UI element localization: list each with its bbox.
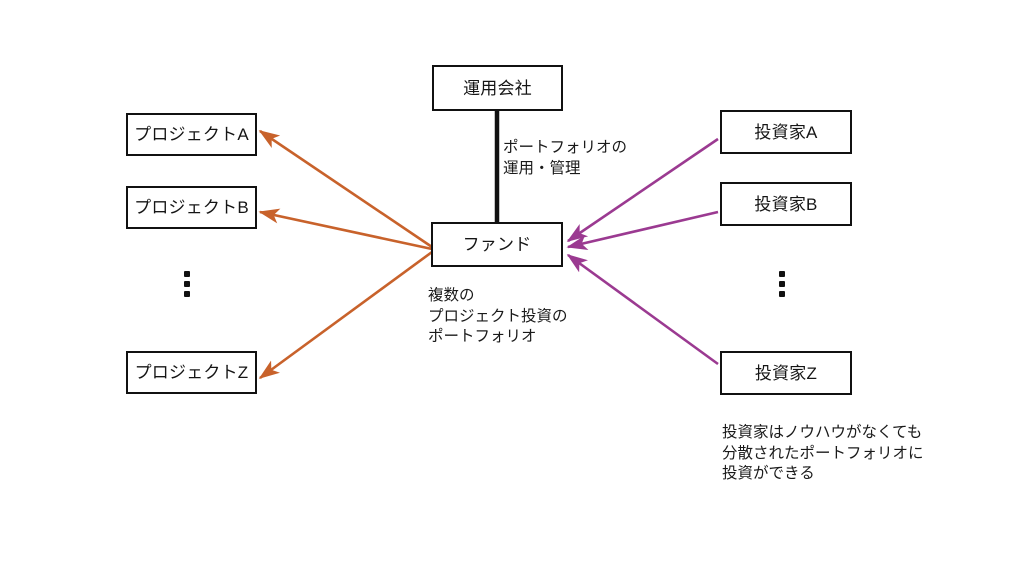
- ellipsis-projects-icon: [183, 271, 190, 297]
- node-investor-b[interactable]: 投資家B: [720, 182, 852, 226]
- node-fund[interactable]: ファンド: [431, 222, 563, 267]
- node-project-b[interactable]: プロジェクトB: [126, 186, 257, 229]
- note-investor-benefit: 投資家はノウハウがなくても 分散されたポートフォリオに 投資ができる: [722, 424, 924, 483]
- node-fund-label: ファンド: [462, 235, 532, 254]
- edge-investor-z-to-fund: [566, 253, 719, 366]
- edge-label-portfolio-management: ポートフォリオの 運用・管理: [503, 139, 628, 177]
- node-project-a[interactable]: プロジェクトA: [126, 113, 257, 156]
- node-investor-a-label: 投資家A: [754, 122, 818, 142]
- edge-fund-to-project-b: [258, 208, 433, 251]
- node-investor-a[interactable]: 投資家A: [720, 110, 852, 154]
- caption-fund-portfolio: 複数の プロジェクト投資の ポートフォリオ: [428, 287, 568, 346]
- ellipsis-investors-icon: [778, 271, 785, 297]
- node-management-company[interactable]: 運用会社: [432, 65, 563, 111]
- node-project-b-label: プロジェクトB: [134, 198, 249, 217]
- node-investor-b-label: 投資家B: [754, 194, 818, 214]
- node-project-z-label: プロジェクトZ: [134, 363, 249, 382]
- edge-investor-b-to-fund: [566, 210, 719, 250]
- node-investor-z-label: 投資家Z: [754, 363, 818, 383]
- node-management-company-label: 運用会社: [463, 78, 532, 98]
- node-project-z[interactable]: プロジェクトZ: [126, 351, 257, 394]
- edge-fund-to-project-a: [258, 129, 433, 249]
- node-investor-z[interactable]: 投資家Z: [720, 351, 852, 395]
- edge-fund-to-project-z: [258, 250, 433, 380]
- node-project-a-label: プロジェクトA: [134, 125, 249, 144]
